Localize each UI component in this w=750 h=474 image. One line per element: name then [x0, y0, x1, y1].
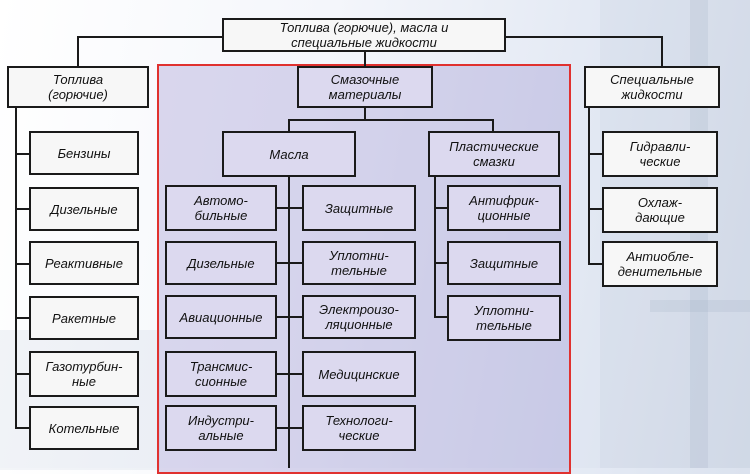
oil-item: Трансмис- сионные [165, 351, 277, 397]
oil-item: Индустри- альные [165, 405, 277, 451]
oil-item: Электроизо- ляционные [302, 295, 416, 339]
oil-item: Технологи- ческие [302, 405, 416, 451]
fuel-item: Дизельные [29, 187, 139, 231]
grease-item: Антифрик- ционные [447, 185, 561, 231]
oils-header: Масла [222, 131, 356, 177]
greases-header: Пластические смазки [428, 131, 560, 177]
oil-item: Дизельные [165, 241, 277, 285]
fuels-header: Топлива (горючие) [7, 66, 149, 108]
special-item: Гидравли- ческие [602, 131, 718, 177]
special-item: Охлаж- дающие [602, 187, 718, 233]
fuel-item: Реактивные [29, 241, 139, 285]
oil-item: Медицинские [302, 351, 416, 397]
root-node: Топлива (горючие), масла и специальные ж… [222, 18, 506, 52]
fuel-item: Газотурбин- ные [29, 351, 139, 397]
oil-item: Защитные [302, 185, 416, 231]
special-fluids-header: Специальные жидкости [584, 66, 720, 108]
oil-item: Автомо- бильные [165, 185, 277, 231]
grease-item: Уплотни- тельные [447, 295, 561, 341]
fuel-item: Бензины [29, 131, 139, 175]
special-item: Антиобле- денительные [602, 241, 718, 287]
oil-item: Уплотни- тельные [302, 241, 416, 285]
grease-item: Защитные [447, 241, 561, 285]
fuel-item: Котельные [29, 406, 139, 450]
oil-item: Авиационные [165, 295, 277, 339]
lubricants-header: Смазочные материалы [297, 66, 433, 108]
fuel-item: Ракетные [29, 296, 139, 340]
